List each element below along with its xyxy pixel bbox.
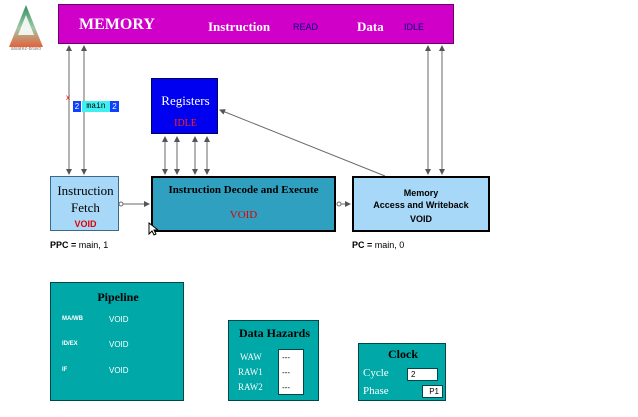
pipeline-panel: Pipeline MA/WB VOID ID/EX VOID IF VOID — [50, 282, 184, 401]
memaccess-title-line1: Memory — [403, 188, 439, 198]
memory-data-status: IDLE — [404, 22, 425, 32]
fetch-status: VOID — [74, 219, 97, 229]
hazard-value: --- — [282, 353, 290, 362]
logo-icon — [6, 3, 46, 51]
clock-phase-field[interactable]: P1 — [422, 385, 443, 398]
registers-unit[interactable]: Registers IDLE — [151, 78, 218, 134]
fetch-title: Instruction Fetch — [51, 182, 120, 216]
memory-unit: MEMORY Instruction READ Data IDLE — [58, 4, 454, 44]
decode-status: VOID — [229, 209, 258, 221]
pipeline-stage-name: ID/EX — [62, 341, 78, 347]
hazard-value: --- — [282, 383, 290, 392]
memaccess-status: VOID — [409, 214, 432, 224]
pc-readout: PC = main, 0 — [352, 240, 404, 250]
pc-label: PC = — [352, 240, 373, 250]
fetch-title-line1: Instruction — [57, 183, 114, 198]
memory-data-label: Data — [357, 19, 384, 34]
memory-instruction-label: Instruction — [208, 19, 271, 34]
logo-caption: alvarez-bravo — [10, 46, 42, 52]
decode-execute-stage[interactable]: Instruction Decode and Execute VOID — [151, 176, 336, 232]
memory-title: MEMORY — [79, 16, 155, 33]
memory-instruction-status: READ — [293, 22, 319, 32]
fetch-tag-name: main — [82, 101, 110, 112]
clock-panel: Clock Cycle 2 Phase P1 — [358, 343, 446, 401]
memory-access-stage[interactable]: Memory Access and Writeback VOID — [352, 176, 490, 232]
clock-title: Clock — [388, 347, 418, 361]
pipeline-stage-value: VOID — [109, 315, 129, 324]
pc-value: main, 0 — [374, 240, 405, 250]
ppc-readout: PPC = main, 1 — [50, 240, 108, 250]
memaccess-title: Memory Access and Writeback — [354, 187, 488, 211]
ppc-label: PPC = — [50, 240, 77, 250]
data-hazards-panel: Data Hazards WAW RAW1 RAW2 --- --- --- — [228, 320, 319, 401]
fetch-title-line2: Fetch — [71, 200, 100, 215]
registers-status: IDLE — [174, 118, 197, 129]
memaccess-title-line2: Access and Writeback — [373, 200, 469, 210]
hazard-name: RAW2 — [238, 382, 263, 392]
hazard-value: --- — [282, 368, 290, 377]
pipeline-stage-name: IF — [62, 367, 68, 373]
hazard-name: RAW1 — [238, 367, 263, 377]
cursor-icon — [148, 221, 160, 241]
fetch-tag-left-number: 2 — [73, 101, 81, 112]
clock-cycle-field[interactable]: 2 — [407, 368, 438, 381]
hazard-values-box: --- --- --- — [278, 349, 304, 395]
fetch-tag-marker: x — [66, 93, 70, 102]
clock-cycle-label: Cycle — [363, 367, 389, 379]
pipeline-title: Pipeline — [97, 290, 139, 304]
fetch-tag-right-number: 2 — [110, 101, 119, 112]
instruction-fetch-stage[interactable]: Instruction Fetch VOID — [50, 176, 119, 231]
clock-phase-label: Phase — [363, 385, 389, 397]
pipeline-stage-name: MA/WB — [62, 316, 83, 322]
hazard-name: WAW — [240, 352, 262, 362]
hazards-title: Data Hazards — [239, 326, 310, 340]
decode-title: Instruction Decode and Execute — [168, 184, 319, 196]
pipeline-stage-value: VOID — [109, 366, 129, 375]
pipeline-stage-value: VOID — [109, 340, 129, 349]
registers-title: Registers — [161, 93, 210, 108]
ppc-value: main, 1 — [78, 240, 109, 250]
